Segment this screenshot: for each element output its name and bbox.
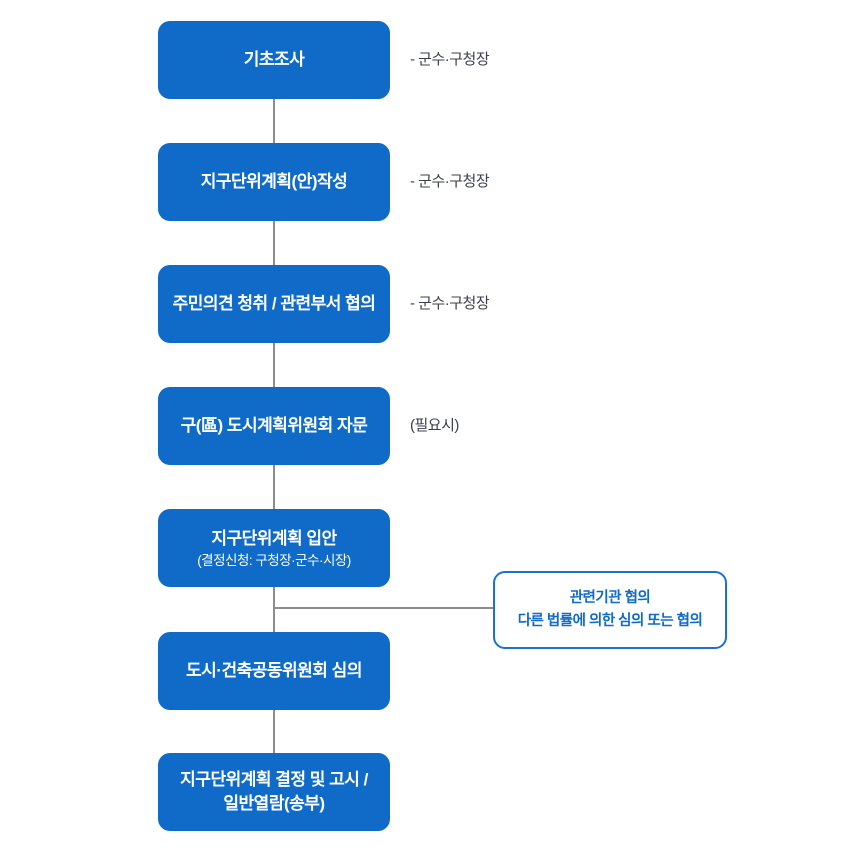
step-public-opinion: 주민의견 청취 / 관련부서 협의 [158, 265, 390, 343]
step-committee-advice: 구(區) 도시계획위원회 자문 [158, 387, 390, 465]
step-title: 구(區) 도시계획위원회 자문 [180, 416, 368, 435]
step-title-line2: 일반열람(송부) [223, 794, 325, 813]
step-plan-initiation: 지구단위계획 입안 (결정신청: 구청장·군수·시장) [158, 509, 390, 587]
step-joint-review: 도시·건축공동위원회 심의 [158, 632, 390, 710]
step-title: 지구단위계획 결정 및 고시 / [180, 770, 368, 789]
step-title: 주민의견 청취 / 관련부서 협의 [172, 294, 376, 313]
branch-box-related-agency-consultation: 관련기관 협의 다른 법률에 의한 심의 또는 협의 [493, 571, 727, 649]
step-subtitle: (결정신청: 구청장·군수·시장) [197, 552, 351, 568]
step-decision-notice: 지구단위계획 결정 및 고시 / 일반열람(송부) [158, 753, 390, 831]
step-draft-plan: 지구단위계획(안)작성 [158, 143, 390, 221]
step-title: 지구단위계획 입안 [211, 528, 337, 548]
branch-connector-line [273, 607, 494, 609]
step-note: - 군수·구청장 [410, 295, 490, 312]
step-title: 지구단위계획(안)작성 [200, 172, 348, 191]
step-title: 도시·건축공동위원회 심의 [186, 661, 362, 680]
branch-line: 관련기관 협의 [569, 590, 651, 606]
step-title: 기초조사 [243, 50, 305, 69]
step-note: (필요시) [410, 417, 459, 434]
step-note: - 군수·구청장 [410, 51, 490, 68]
step-note: - 군수·구청장 [410, 173, 490, 190]
step-basic-survey: 기초조사 [158, 21, 390, 99]
branch-line: 다른 법률에 의한 심의 또는 협의 [517, 613, 703, 629]
